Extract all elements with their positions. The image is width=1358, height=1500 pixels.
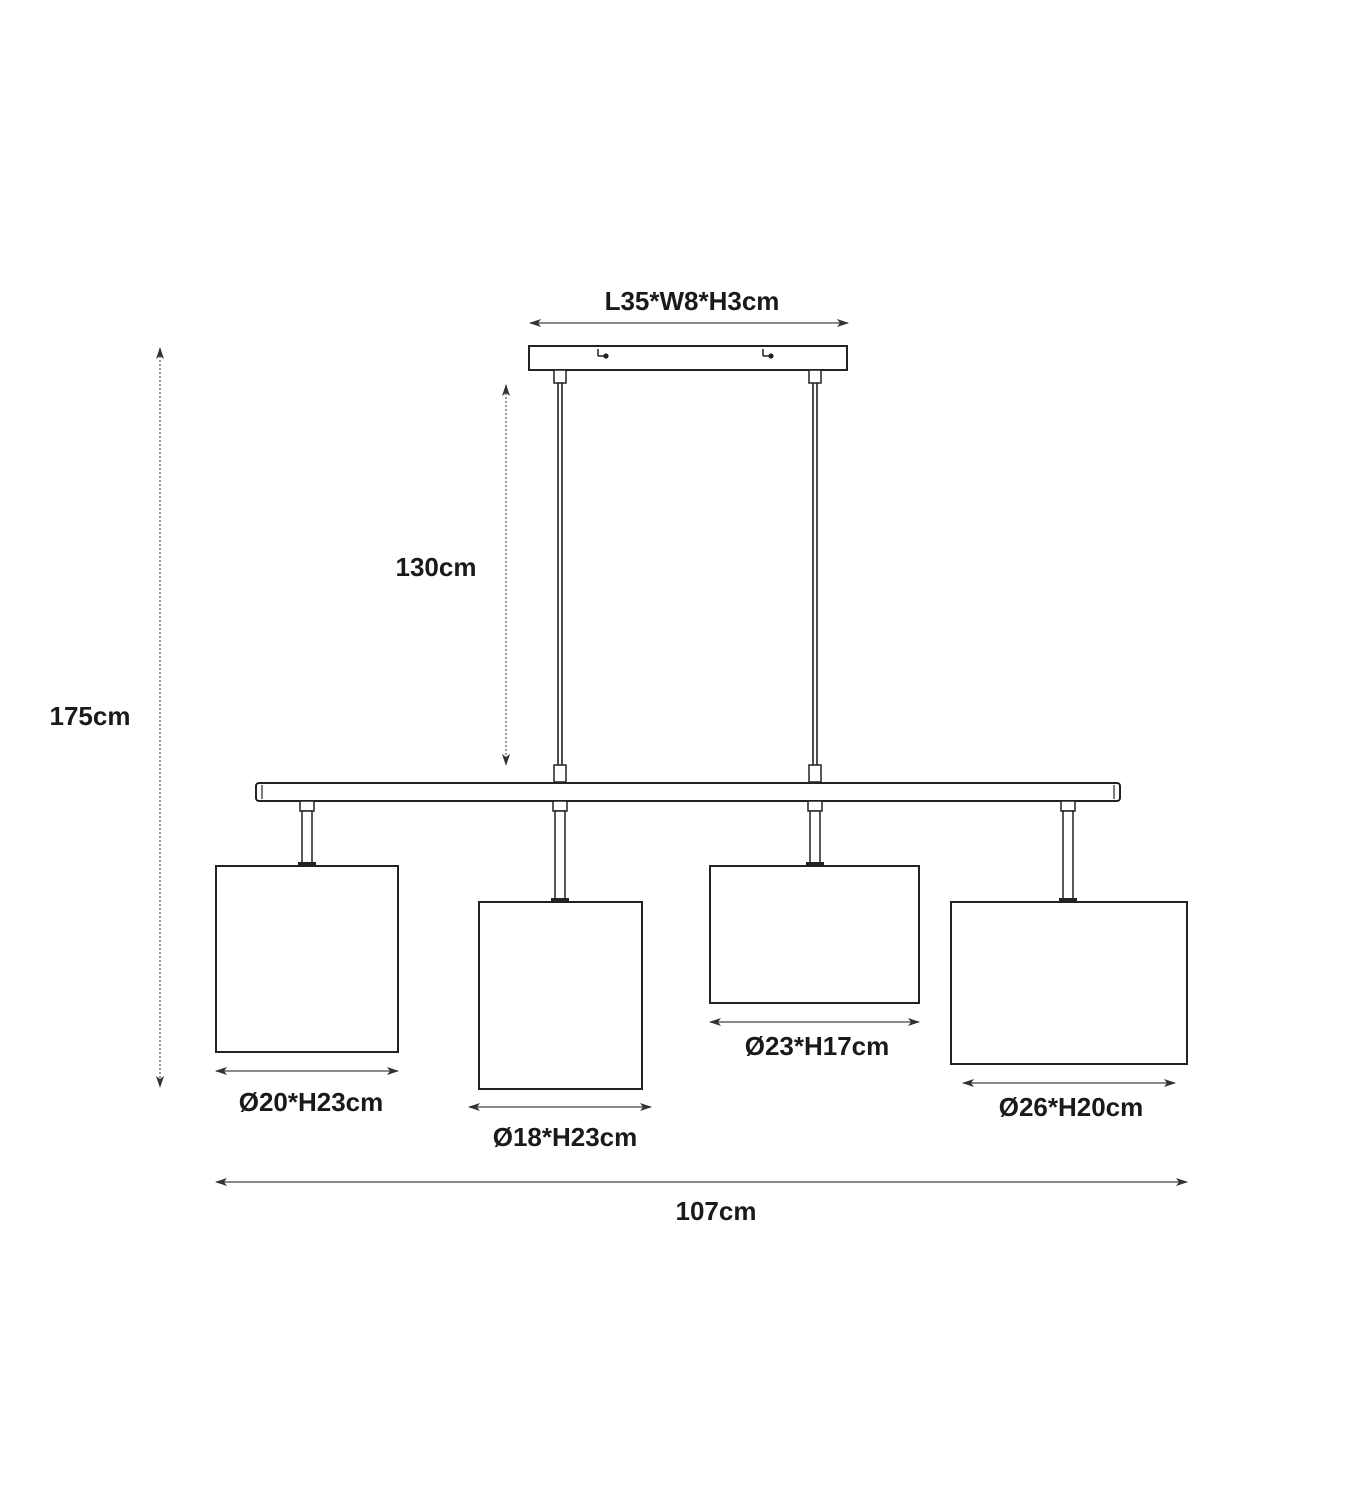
- shade-2-stem: [554, 810, 566, 900]
- shade-3-body: [709, 865, 920, 1004]
- shade-3-socket: [806, 862, 824, 866]
- shade-1-socket: [298, 862, 316, 866]
- shade-4-mount: [1060, 800, 1076, 812]
- shade-2-body: [478, 901, 643, 1090]
- shade-1-mount: [299, 800, 315, 812]
- shade-3-mount: [807, 800, 823, 812]
- canopy-dimension-label: L35*W8*H3cm: [605, 286, 780, 316]
- shade-2-socket: [551, 898, 569, 902]
- shade-2-mount: [552, 800, 568, 812]
- suspension-cables: [553, 383, 822, 783]
- canopy-screw-right: [762, 349, 774, 359]
- cable-length-label: 130cm: [396, 552, 477, 582]
- canopy-plate: [528, 345, 848, 371]
- total-width-label: 107cm: [676, 1196, 757, 1226]
- lamp-bar-body: [255, 782, 1121, 802]
- cable-length-dimension: 130cm: [396, 384, 510, 766]
- shade-4-body: [950, 901, 1188, 1065]
- lamp-bar: [255, 782, 1121, 802]
- shade-3-label: Ø23*H17cm: [745, 1031, 890, 1061]
- ceiling-canopy: [528, 345, 848, 384]
- shade-1-label: Ø20*H23cm: [239, 1087, 384, 1117]
- cable-grip-bottom-right: [808, 764, 822, 783]
- lamp-shade-4: Ø26*H20cm: [950, 800, 1188, 1122]
- lamp-shade-1: Ø20*H23cm: [215, 800, 399, 1117]
- shade-4-label: Ø26*H20cm: [999, 1092, 1144, 1122]
- cable-grip-top-right: [808, 369, 822, 384]
- total-width-dimension: 107cm: [215, 1178, 1188, 1226]
- total-height-dimension: 175cm: [50, 347, 164, 1088]
- cable-grip-bottom-left: [553, 764, 567, 783]
- lamp-shade-2: Ø18*H23cm: [468, 800, 652, 1152]
- shade-1-body: [215, 865, 399, 1053]
- cable-grip-top-left: [553, 369, 567, 384]
- shade-3-stem: [809, 810, 821, 864]
- shade-4-stem: [1062, 810, 1074, 900]
- lamp-shade-3: Ø23*H17cm: [709, 800, 920, 1061]
- shade-4-socket: [1059, 898, 1077, 902]
- total-height-label: 175cm: [50, 701, 131, 731]
- canopy-dimension: L35*W8*H3cm: [529, 286, 849, 327]
- shade-1-stem: [301, 810, 313, 864]
- shade-2-label: Ø18*H23cm: [493, 1122, 638, 1152]
- canopy-screw-left: [597, 349, 609, 359]
